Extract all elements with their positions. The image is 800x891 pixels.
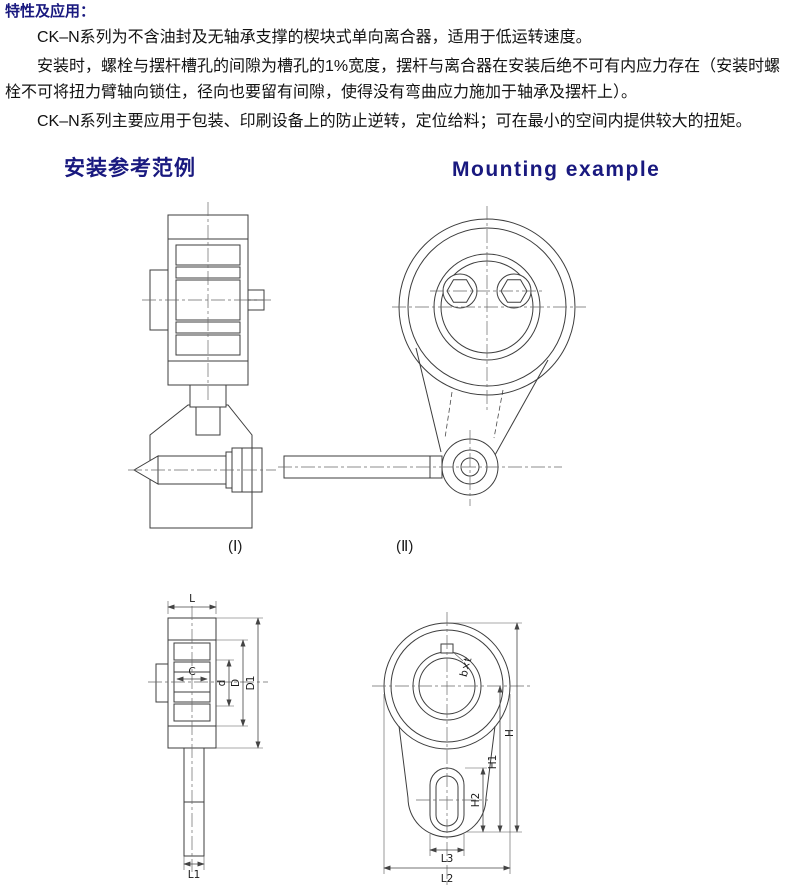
figure-4-dimension-front-view: b×t H H1 H2 L3	[372, 612, 530, 888]
heading-mounting-example-cn: 安装参考范例	[64, 157, 196, 180]
intro-section: 特性及应用： CK–N系列为不含油封及无轴承支撑的楔块式单向离合器，适用于低运转…	[5, 2, 796, 135]
heading-mounting-example-en: Mounting example	[452, 158, 661, 181]
dim-label-L2: L2	[441, 873, 454, 885]
dim-label-D1: D1	[245, 676, 257, 691]
dim-label-d: d	[216, 680, 228, 687]
dim-label-C: C	[188, 666, 195, 678]
dim-label-L3: L3	[441, 853, 454, 865]
figure1-label: (Ⅰ)	[228, 538, 243, 555]
intro-paragraph-2: 安装时，螺栓与摆杆槽孔的间隙为槽孔的1%宽度，摆杆与离合器在安装后绝不可有内应力…	[5, 58, 781, 101]
figure-1-section-view	[128, 202, 276, 529]
dim-label-D: D	[230, 679, 242, 687]
section-title: 特性及应用：	[5, 3, 96, 20]
dim-label-L1: L1	[188, 869, 201, 881]
dim-label-H2: H2	[470, 793, 482, 808]
dim-label-H1: H1	[487, 755, 499, 770]
figure-3-dimension-side-view: L C d D D1 L1	[148, 593, 268, 881]
figure2-label: (Ⅱ)	[396, 538, 414, 555]
intro-paragraph-3: CK–N系列主要应用于包装、印刷设备上的防止逆转，定位给料；可在最小的空间内提供…	[37, 113, 752, 130]
figure-2-front-view	[278, 206, 586, 506]
dim-label-bxt: b×t	[458, 656, 475, 678]
dim-label-L: L	[189, 593, 195, 605]
intro-paragraph-1: CK–N系列为不含油封及无轴承支撑的楔块式单向离合器，适用于低运转速度。	[37, 29, 592, 46]
